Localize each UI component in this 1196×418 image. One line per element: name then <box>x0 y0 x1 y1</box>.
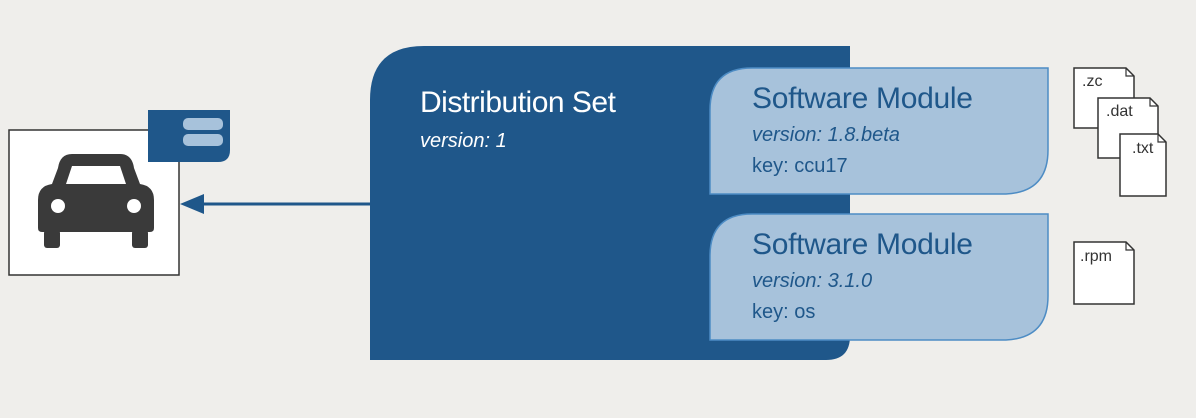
distribution-set-title: Distribution Set <box>420 86 616 119</box>
software-module-1-version: version: 1.8.beta <box>752 124 900 146</box>
software-module-1-shape <box>709 67 1049 195</box>
car-icon <box>38 154 154 248</box>
database-icon <box>148 110 230 162</box>
arrow-left-icon <box>180 194 372 214</box>
software-module-1-title: Software Module <box>752 82 973 115</box>
software-module-2-key: key: os <box>752 301 816 323</box>
software-module-2-title: Software Module <box>752 228 973 261</box>
file-label-dat: .dat <box>1106 103 1133 120</box>
file-icon <box>1119 133 1167 197</box>
software-module-1-key: key: ccu17 <box>752 155 848 177</box>
file-icon <box>1073 241 1135 305</box>
file-label-rpm: .rpm <box>1080 248 1112 265</box>
software-module-2-shape <box>709 213 1049 341</box>
file-label-zc: .zc <box>1082 73 1103 90</box>
file-label-txt: .txt <box>1132 140 1154 157</box>
software-module-2-version: version: 3.1.0 <box>752 270 873 292</box>
distribution-set-version: version: 1 <box>420 130 507 152</box>
